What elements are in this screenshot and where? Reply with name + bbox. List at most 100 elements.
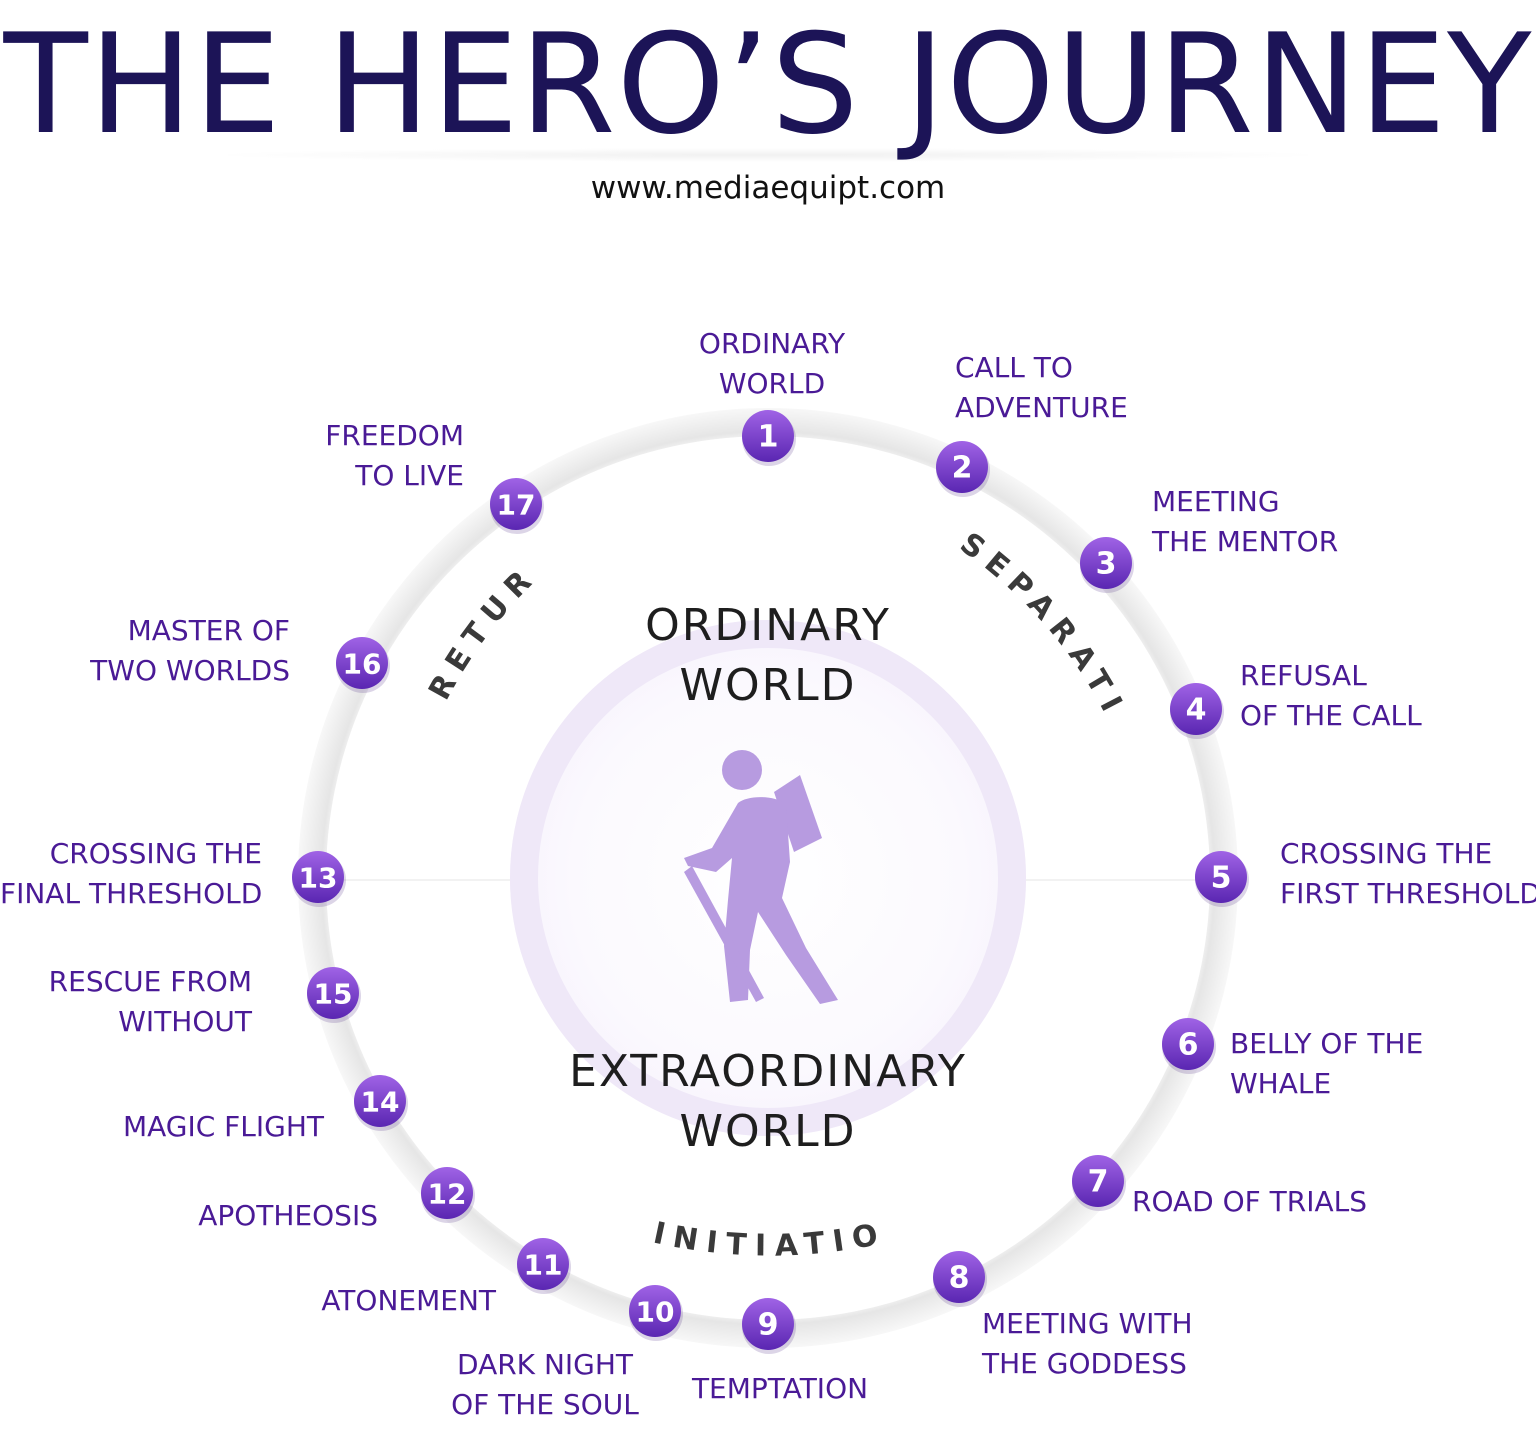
- stage-badge-circle: [1195, 851, 1247, 903]
- stage-label-11: ATONEMENT: [200, 1281, 496, 1321]
- stage-badge-number: 3: [1096, 547, 1117, 582]
- stage-label-8-line-2: THE GODDESS: [982, 1347, 1187, 1380]
- stage-label-4-line-1: REFUSAL: [1240, 659, 1367, 692]
- stage-label-10: DARK NIGHT OF THE SOUL: [430, 1345, 660, 1425]
- stage-label-8: MEETING WITH THE GODDESS: [982, 1304, 1193, 1384]
- stage-badge-circle: [421, 1167, 473, 1219]
- stage-badge-7: 7: [1072, 1155, 1126, 1211]
- stage-badge-number: 13: [299, 862, 338, 895]
- stage-label-9: TEMPTATION: [660, 1369, 900, 1409]
- stage-badge-number: 6: [1178, 1028, 1199, 1063]
- stage-label-2-line-2: ADVENTURE: [955, 391, 1128, 424]
- stage-label-10-line-2: OF THE SOUL: [451, 1388, 639, 1421]
- stage-badge-15: 15: [307, 967, 361, 1023]
- stage-badge-circle: [1162, 1018, 1214, 1070]
- stage-badge-number: 12: [428, 1178, 467, 1211]
- stage-badge-17: 17: [490, 478, 544, 534]
- stage-label-13-line-1: CROSSING THE: [49, 837, 262, 870]
- stage-badge-10: 10: [629, 1285, 683, 1341]
- stage-badge-number: 2: [952, 451, 973, 486]
- stage-label-13-line-2: FINAL THRESHOLD: [0, 877, 263, 910]
- stage-badge-circle: [336, 637, 388, 689]
- stage-badge-9: 9: [742, 1298, 796, 1354]
- stage-badge-circle: [742, 410, 794, 462]
- stage-badge-circle: [1170, 683, 1222, 735]
- stage-label-17: FREEDOM TO LIVE: [200, 416, 464, 496]
- stage-badge-number: 9: [758, 1308, 779, 1343]
- stage-label-16-line-1: MASTER OF: [127, 614, 290, 647]
- stage-badge-14: 14: [354, 1075, 408, 1131]
- stage-label-17-line-1: FREEDOM: [325, 419, 464, 452]
- stage-label-4-line-2: OF THE CALL: [1240, 699, 1422, 732]
- stage-badge-5: 5: [1195, 851, 1249, 907]
- stage-label-16-line-2: TWO WORLDS: [90, 654, 290, 687]
- extraordinary-world-line-2: WORLD: [679, 1106, 857, 1157]
- inner-ring: [510, 620, 1026, 1136]
- stage-label-1-line-1: ORDINARY: [698, 327, 846, 360]
- stage-label-14: MAGIC FLIGHT: [40, 1107, 324, 1147]
- stage-label-15-line-2: WITHOUT: [118, 1005, 252, 1038]
- stage-badge-circle: [354, 1075, 406, 1127]
- stage-label-3: MEETING THE MENTOR: [1152, 482, 1338, 562]
- stage-badge-number: 1: [758, 420, 779, 455]
- stage-label-7: ROAD OF TRIALS: [1132, 1182, 1367, 1222]
- stage-badge-number: 10: [636, 1296, 675, 1329]
- stage-badge-number: 5: [1211, 861, 1232, 896]
- stage-badge-circle: [629, 1285, 681, 1337]
- stage-label-3-line-2: THE MENTOR: [1152, 525, 1339, 558]
- stage-label-3-line-1: MEETING: [1152, 485, 1280, 518]
- stage-label-2: CALL TO ADVENTURE: [955, 348, 1128, 428]
- stage-label-12: APOTHEOSIS: [80, 1196, 378, 1236]
- stage-label-1-line-2: WORLD: [718, 367, 826, 400]
- stage-label-5: CROSSING THE FIRST THRESHOLD: [1280, 834, 1536, 914]
- stage-badge-2: 2: [936, 441, 990, 497]
- stage-badge-circle: [936, 441, 988, 493]
- page-title: THE HERO’S JOURNEY: [3, 4, 1533, 165]
- stage-badge-number: 15: [314, 978, 353, 1011]
- stage-label-6-line-1: BELLY OF THE: [1230, 1027, 1424, 1060]
- stage-badge-circle: [933, 1251, 985, 1303]
- stage-label-6-line-2: WHALE: [1230, 1067, 1332, 1100]
- stage-badge-circle: [517, 1238, 569, 1290]
- stage-badge-number: 8: [949, 1261, 970, 1296]
- ordinary-world-title: ORDINARY WORLD: [468, 596, 1068, 716]
- stage-badge-circle: [742, 1298, 794, 1350]
- stage-label-9-line-1: TEMPTATION: [691, 1372, 869, 1405]
- stage-badge-number: 16: [343, 648, 382, 681]
- hiker-icon: [684, 750, 838, 1004]
- stage-badge-circle: [1072, 1155, 1124, 1207]
- stage-label-10-line-1: DARK NIGHT: [457, 1348, 633, 1381]
- stage-label-13: CROSSING THE FINAL THRESHOLD: [0, 834, 262, 914]
- stage-badge-12: 12: [421, 1167, 475, 1223]
- stage-badge-1: 1: [742, 410, 796, 466]
- stage-label-11-line-1: ATONEMENT: [321, 1284, 496, 1317]
- stage-label-5-line-1: CROSSING THE: [1280, 837, 1493, 870]
- stage-label-2-line-1: CALL TO: [955, 351, 1073, 384]
- extraordinary-world-title: EXTRAORDINARY WORLD: [468, 1042, 1068, 1162]
- stage-badge-circle: [490, 478, 542, 530]
- extraordinary-world-line-1: EXTRAORDINARY: [569, 1046, 967, 1097]
- stage-badge-8: 8: [933, 1251, 987, 1307]
- stage-badge-11: 11: [517, 1238, 571, 1294]
- stage-label-15-line-1: RESCUE FROM: [48, 965, 252, 998]
- stage-badge-3: 3: [1080, 537, 1134, 593]
- source-url: www.mediaequipt.com: [590, 170, 946, 206]
- stage-label-8-line-1: MEETING WITH: [982, 1307, 1193, 1340]
- stage-label-1: ORDINARY WORLD: [672, 324, 872, 404]
- stage-label-15: RESCUE FROM WITHOUT: [0, 962, 252, 1042]
- stage-label-6: BELLY OF THE WHALE: [1230, 1024, 1423, 1104]
- stage-label-5-line-2: FIRST THRESHOLD: [1280, 877, 1536, 910]
- stage-badge-6: 6: [1162, 1018, 1216, 1074]
- stage-badge-number: 4: [1186, 693, 1207, 728]
- stage-badge-13: 13: [292, 851, 346, 907]
- title-shadow: [200, 148, 1336, 162]
- stage-badge-circle: [1080, 537, 1132, 589]
- stage-badge-16: 16: [336, 637, 390, 693]
- stage-label-17-line-2: TO LIVE: [355, 459, 464, 492]
- stage-badge-number: 17: [497, 489, 536, 522]
- stage-label-16: MASTER OF TWO WORLDS: [0, 611, 290, 691]
- stage-label-4: REFUSAL OF THE CALL: [1240, 656, 1422, 736]
- stage-badge-number: 14: [361, 1086, 400, 1119]
